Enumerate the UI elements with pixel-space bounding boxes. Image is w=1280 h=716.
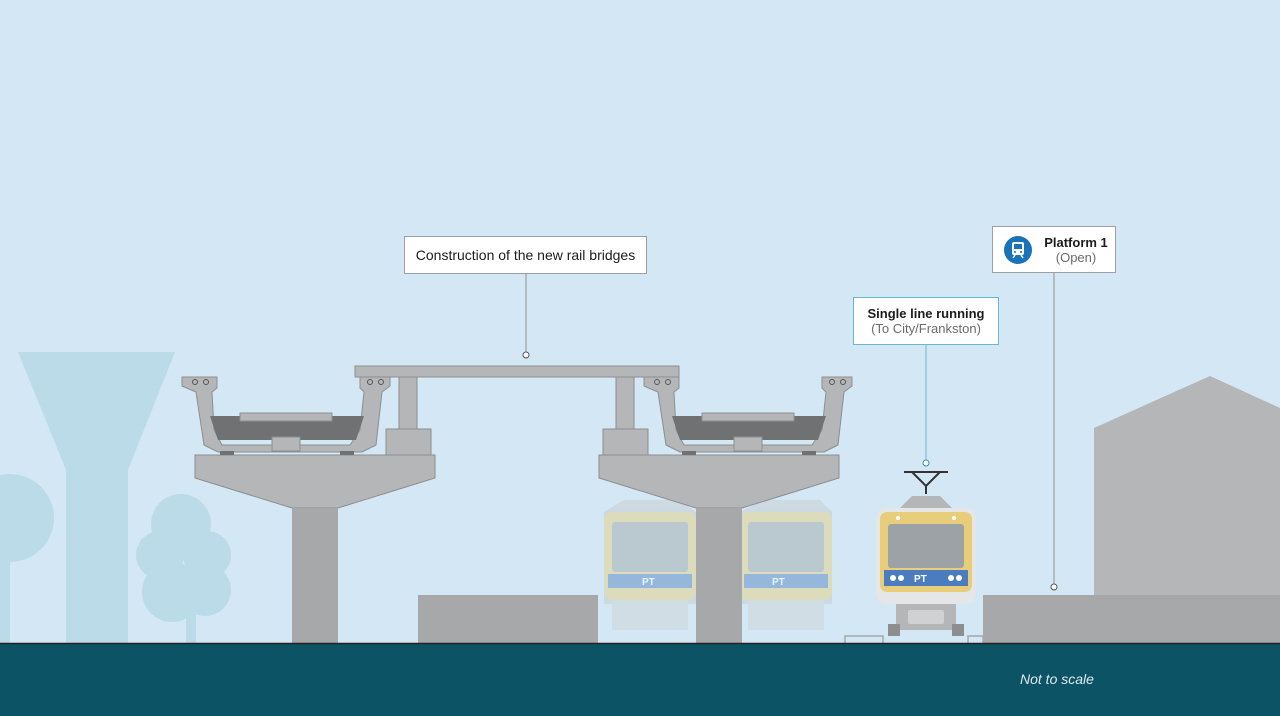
bridges-leader-dot bbox=[522, 351, 530, 359]
platform-subtitle: (Open) bbox=[1055, 250, 1097, 265]
bridges-callout-text: Construction of the new rail bridges bbox=[415, 247, 636, 263]
single-line-title: Single line running bbox=[867, 306, 985, 321]
faded-train-right-logo: PT bbox=[772, 577, 785, 588]
station-building bbox=[1094, 376, 1280, 644]
platform-leader-dot bbox=[1050, 583, 1058, 591]
faded-train-left-logo: PT bbox=[642, 577, 655, 588]
running-train: PT bbox=[876, 471, 976, 636]
single-line-leader-dot bbox=[922, 459, 930, 467]
single-line-callout: Single line running (To City/Frankston) bbox=[853, 297, 999, 345]
faded-train-right: PT bbox=[740, 500, 832, 630]
running-train-logo: PT bbox=[914, 574, 927, 585]
single-line-subtitle: (To City/Frankston) bbox=[871, 321, 981, 336]
train-icon bbox=[1004, 236, 1032, 264]
not-to-scale-note: Not to scale bbox=[1020, 671, 1094, 687]
rail-bridge bbox=[181, 365, 853, 644]
bridges-callout: Construction of the new rail bridges bbox=[404, 236, 647, 274]
faded-train-left: PT bbox=[604, 500, 696, 630]
background-trees bbox=[0, 352, 231, 644]
platform-title: Platform 1 bbox=[1044, 235, 1108, 250]
platform-1-block bbox=[983, 595, 1280, 644]
ground-strip bbox=[0, 643, 1280, 716]
platform-callout: Platform 1 (Open) bbox=[992, 226, 1116, 273]
platform-left-block bbox=[418, 595, 598, 644]
